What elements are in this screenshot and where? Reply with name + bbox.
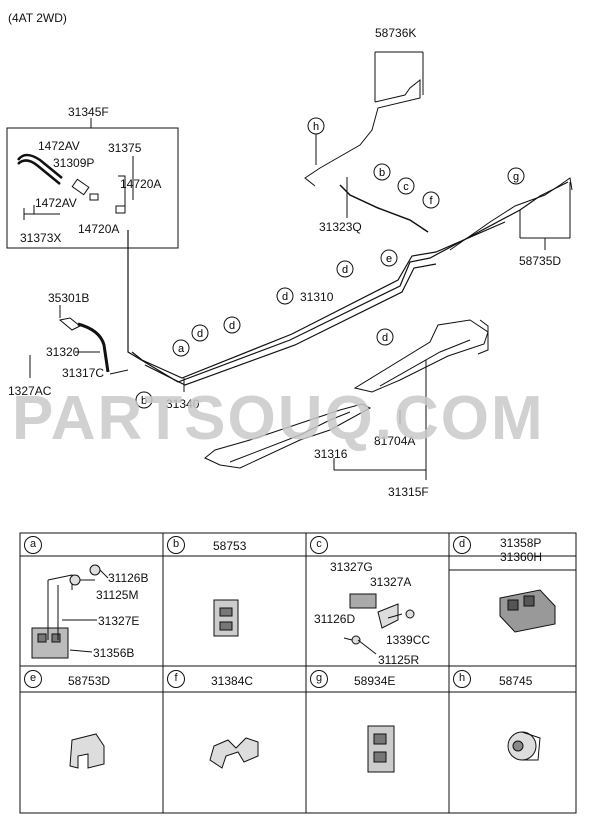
callout-f: f xyxy=(422,191,440,209)
svg-text:b: b xyxy=(379,167,385,179)
part-label-31320: 31320 xyxy=(46,345,80,359)
clip-f-illustration xyxy=(209,737,259,769)
legend-c-part-5: 31125R xyxy=(378,653,420,667)
callout-d-3: d xyxy=(376,328,394,346)
svg-text:d: d xyxy=(342,264,348,276)
inset-box-31345F xyxy=(6,127,179,249)
legend-key-a: a xyxy=(24,536,42,554)
legend-key-c: c xyxy=(310,536,328,554)
callout-d-2: d xyxy=(276,287,294,305)
callout-b-bottom: b xyxy=(135,391,153,409)
callout-d-4: d xyxy=(223,316,241,334)
legend-a-part-1: 31126B xyxy=(108,571,149,585)
legend-c-part-2: 31327A xyxy=(370,575,412,589)
part-label-31317C: 31317C xyxy=(62,366,105,380)
legend-d-part-1: 31358P xyxy=(500,536,542,550)
part-label-31373X: 31373X xyxy=(20,231,62,245)
diagram-variant-label: (4AT 2WD) xyxy=(8,11,67,25)
legend-a-part-4: 31356B xyxy=(93,646,135,660)
callout-d-5: d xyxy=(191,324,209,342)
svg-text:d: d xyxy=(282,291,288,303)
callout-b-top: b xyxy=(373,163,391,181)
part-label-1472AV-b: 1472AV xyxy=(35,196,77,210)
clip-c-illustration xyxy=(343,593,415,655)
legend-key-b: b xyxy=(167,536,185,554)
legend-a-part-2: 31125M xyxy=(96,588,139,602)
svg-text:f: f xyxy=(429,195,433,207)
callout-c: c xyxy=(397,177,415,195)
legend-h-part-1: 58745 xyxy=(499,674,533,688)
callout-e: e xyxy=(380,249,398,267)
callouts: h b c f g e d d d d d a b xyxy=(135,117,525,409)
part-label-1327AC: 1327AC xyxy=(8,384,52,398)
legend-a-part-3: 31327E xyxy=(98,614,140,628)
part-label-31323Q: 31323Q xyxy=(319,220,362,234)
part-label-81704A: 81704A xyxy=(374,434,416,448)
legend-key-g: g xyxy=(310,670,328,688)
watermark: PARTSOUQ.COM xyxy=(12,384,545,453)
part-label-58735D: 58735D xyxy=(519,254,562,268)
legend-f-part-1: 31384C xyxy=(211,674,254,688)
clip-b-illustration xyxy=(213,599,239,637)
legend-b-part-1: 58753 xyxy=(213,539,247,553)
svg-text:d: d xyxy=(229,320,235,332)
legend-key-d: d xyxy=(453,536,471,554)
legend-c-part-3: 31126D xyxy=(314,612,356,626)
part-label-1472AV-a: 1472AV xyxy=(38,139,80,153)
svg-text:a: a xyxy=(178,343,185,355)
part-label-14720A-b: 14720A xyxy=(78,222,120,236)
part-label-31340: 31340 xyxy=(166,397,200,411)
legend-g-part-1: 58934E xyxy=(354,674,396,688)
svg-text:h: h xyxy=(313,121,319,133)
part-label-31309P: 31309P xyxy=(53,156,95,170)
part-label-31316: 31316 xyxy=(314,447,348,461)
part-label-31315F: 31315F xyxy=(388,485,429,499)
svg-text:e: e xyxy=(386,253,392,265)
part-label-14720A-a: 14720A xyxy=(120,177,162,191)
callout-g: g xyxy=(507,167,525,185)
clip-g-illustration xyxy=(367,725,395,773)
callout-h: h xyxy=(307,117,325,135)
part-label-35301B: 35301B xyxy=(48,291,90,305)
clip-h-illustration xyxy=(507,731,541,761)
callout-d-1: d xyxy=(336,260,354,278)
svg-text:c: c xyxy=(403,181,409,193)
part-label-31375: 31375 xyxy=(108,141,142,155)
legend-key-e: e xyxy=(24,670,42,688)
legend-c-part-1: 31327G xyxy=(330,560,373,574)
legend-c-part-4: 1339CC xyxy=(386,633,431,647)
clip-a-illustration xyxy=(31,564,109,659)
clip-d-illustration xyxy=(499,589,556,633)
svg-text:d: d xyxy=(197,328,203,340)
part-label-31345F: 31345F xyxy=(68,105,109,119)
part-label-58736K: 58736K xyxy=(375,26,417,40)
legend-key-h: h xyxy=(453,670,471,688)
callout-a: a xyxy=(172,339,190,357)
svg-text:b: b xyxy=(141,395,147,407)
svg-text:d: d xyxy=(382,332,388,344)
clip-e-illustration xyxy=(69,733,105,769)
part-label-31310: 31310 xyxy=(300,290,334,304)
legend-key-f: f xyxy=(167,670,185,688)
svg-text:g: g xyxy=(513,171,519,183)
legend-e-part-1: 58753D xyxy=(68,674,111,688)
legend-d-part-2: 31360H xyxy=(500,550,543,564)
